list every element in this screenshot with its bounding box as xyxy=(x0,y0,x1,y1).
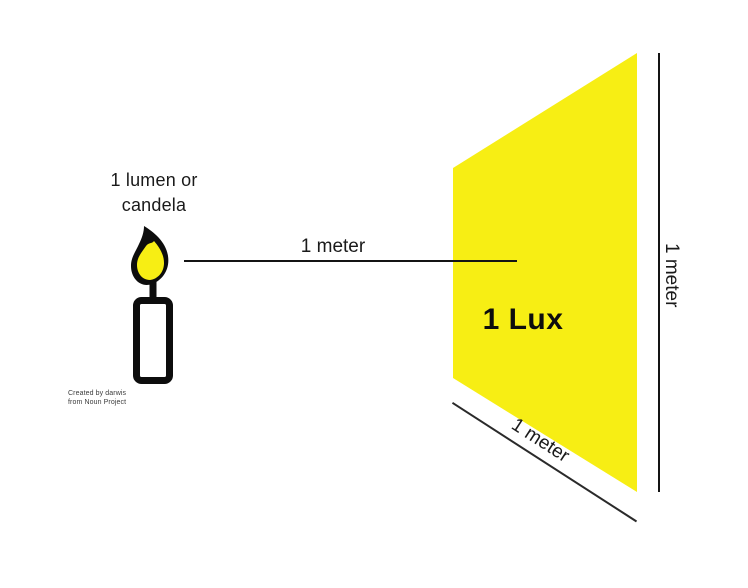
source-label-line1: 1 lumen or xyxy=(110,170,198,190)
candle-wick xyxy=(149,280,157,300)
illuminated-surface xyxy=(453,53,637,492)
height-line xyxy=(658,53,660,492)
height-label: 1 meter xyxy=(661,243,682,308)
lux-label: 1 Lux xyxy=(482,303,564,336)
attribution: Created by darwis from Noun Project xyxy=(68,389,126,407)
source-label-line2: candela xyxy=(121,195,187,215)
candle-icon xyxy=(131,226,173,384)
attribution-line1: Created by darwis xyxy=(68,390,127,397)
candle-body xyxy=(133,297,173,384)
distance-line xyxy=(184,260,517,262)
distance-label: 1 meter xyxy=(300,236,366,257)
attribution-line2: from Noun Project xyxy=(68,399,127,406)
source-label: 1 lumen or candela xyxy=(88,168,220,218)
candle-flame-icon xyxy=(137,241,164,280)
